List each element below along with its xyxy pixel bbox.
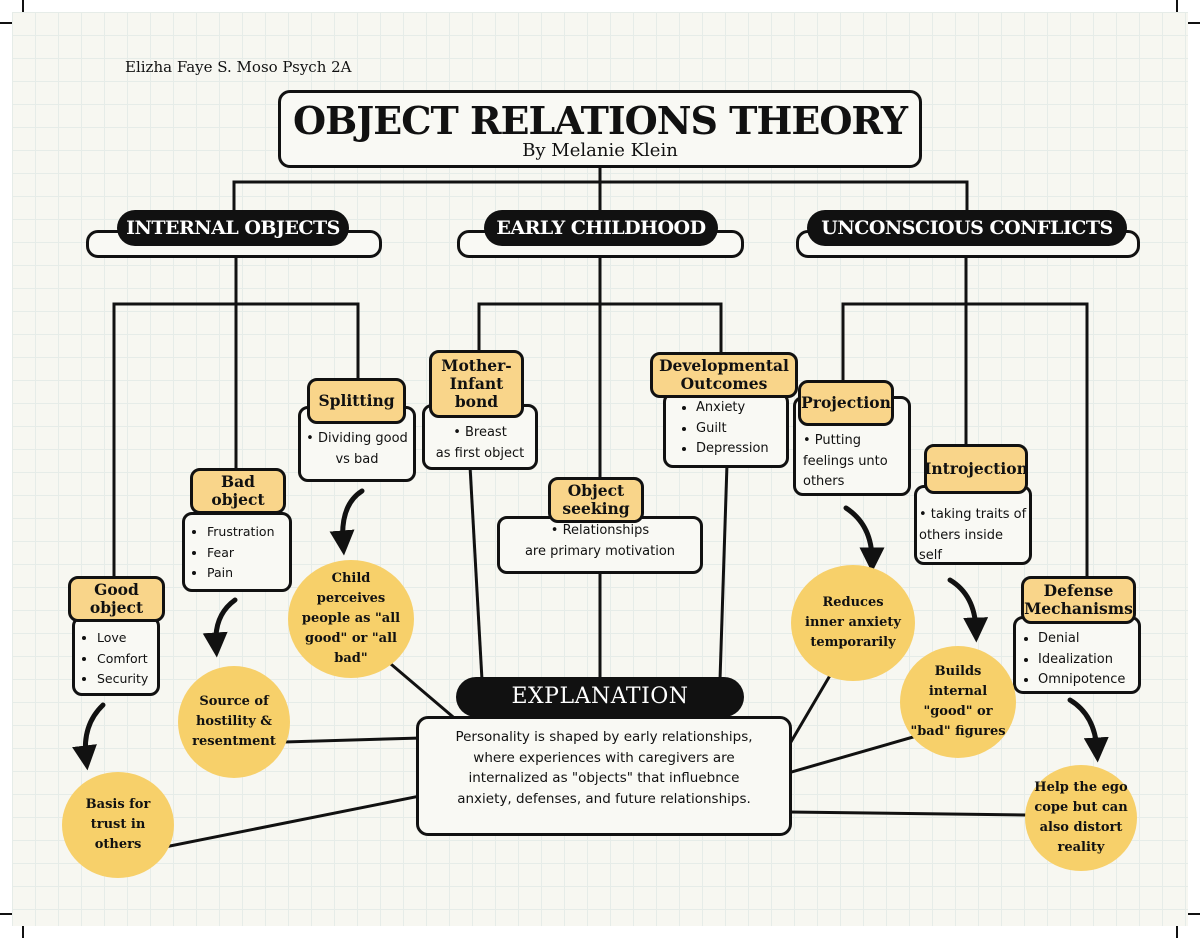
author-credit: Elizha Faye S. Moso Psych 2A: [125, 58, 352, 76]
list-item: Fear: [207, 543, 289, 564]
good-object-items: Love Comfort Security: [72, 616, 160, 696]
trust-line: [163, 794, 422, 849]
good-object-arrow: [72, 702, 106, 771]
bad-object-items: Frustration Fear Pain: [182, 512, 292, 592]
early-childhood-connector: [477, 256, 723, 682]
defense-arrow: [1067, 697, 1109, 763]
projection-label: Projection: [798, 380, 894, 426]
developmental-to-explanation: [718, 462, 729, 682]
title-connector: [232, 166, 969, 216]
crop-mark-bottom-left-v: [22, 926, 24, 938]
crop-mark-top-left-h: [0, 22, 12, 24]
explanation-text: Personality is shaped by early relations…: [416, 716, 792, 836]
object-seeking-label: Object seeking: [548, 477, 644, 523]
internal-objects-connector: [112, 256, 360, 580]
defense-outcome-line: [788, 810, 1026, 817]
developmental-outcomes-label: Developmental Outcomes: [650, 352, 798, 398]
introjection-arrow: [947, 577, 989, 643]
crop-mark-top-left-v: [22, 0, 24, 12]
object-seeking-line-1: • Relationships: [550, 523, 650, 538]
defense-mechanisms-items: Denial Idealization Omnipotence: [1013, 616, 1141, 694]
list-item: Frustration: [207, 522, 289, 543]
crop-mark-bottom-left-h: [0, 913, 12, 915]
page-subtitle: By Melanie Klein: [522, 140, 678, 161]
mother-infant-to-explanation: [468, 464, 484, 682]
list-item: Omnipotence: [1038, 670, 1138, 691]
good-object-label: Good object: [68, 576, 165, 622]
splitting-outcome-line: [389, 662, 455, 719]
list-item: Anxiety: [696, 398, 786, 419]
crop-mark-top-right-h: [1188, 22, 1200, 24]
introjection-description: • taking traits of others inside self: [914, 485, 1032, 565]
list-item: Idealization: [1038, 650, 1138, 671]
bad-object-label: Bad object: [190, 468, 286, 514]
outcome-circle-trust: Basis for trust in others: [62, 772, 174, 878]
crop-mark-bottom-right-h: [1188, 913, 1200, 915]
defense-mechanisms-label: Defense Mechanisms: [1021, 576, 1136, 624]
crop-mark-bottom-right-v: [1176, 926, 1178, 938]
title-box: OBJECT RELATIONS THEORY By Melanie Klein: [278, 90, 922, 168]
splitting-label: Splitting: [307, 378, 406, 424]
outcome-circle-hostility: Source of hostility & resentment: [178, 666, 290, 778]
outcome-circle-internal-figures: Builds internal "good" or "bad" figures: [900, 646, 1016, 758]
list-item: Security: [97, 669, 157, 690]
mother-infant-line-2: as first object: [435, 445, 525, 461]
outcome-circle-all-good-bad: Child perceives people as "all good" or …: [288, 560, 414, 678]
hostility-line: [283, 736, 422, 744]
bad-object-arrow: [202, 597, 238, 658]
introjection-outcome-line: [786, 733, 922, 775]
projection-outcome-line: [785, 669, 835, 750]
mother-infant-line-1: • Breast: [453, 425, 507, 440]
object-seeking-description: • Relationships are primary motivation: [497, 516, 703, 574]
mother-infant-label: Mother-Infant bond: [429, 350, 524, 418]
unconscious-conflicts-connector: [841, 256, 1089, 578]
crop-mark-top-right-v: [1176, 0, 1178, 12]
list-item: Denial: [1038, 629, 1138, 650]
category-early-childhood: EARLY CHILDHOOD: [484, 210, 718, 246]
outcome-circle-reduces-anxiety: Reduces inner anxiety temporarily: [791, 565, 915, 681]
introjection-label: Introjection: [924, 444, 1028, 494]
category-unconscious-conflicts: UNCONSCIOUS CONFLICTS: [807, 210, 1127, 246]
projection-arrow: [843, 505, 885, 573]
list-item: Depression: [696, 439, 786, 460]
developmental-outcomes-items: Anxiety Guilt Depression: [663, 392, 789, 468]
category-internal-objects: INTERNAL OBJECTS: [117, 210, 349, 246]
explanation-heading: EXPLANATION: [456, 677, 744, 717]
page-title: OBJECT RELATIONS THEORY: [293, 98, 908, 143]
list-item: Pain: [207, 563, 289, 584]
list-item: Love: [97, 628, 157, 649]
object-seeking-line-2: are primary motivation: [524, 543, 676, 559]
splitting-arrow: [329, 488, 365, 556]
list-item: Comfort: [97, 649, 157, 670]
list-item: Guilt: [696, 419, 786, 440]
outcome-circle-ego-cope: Help the ego cope but can also distort r…: [1025, 765, 1137, 871]
